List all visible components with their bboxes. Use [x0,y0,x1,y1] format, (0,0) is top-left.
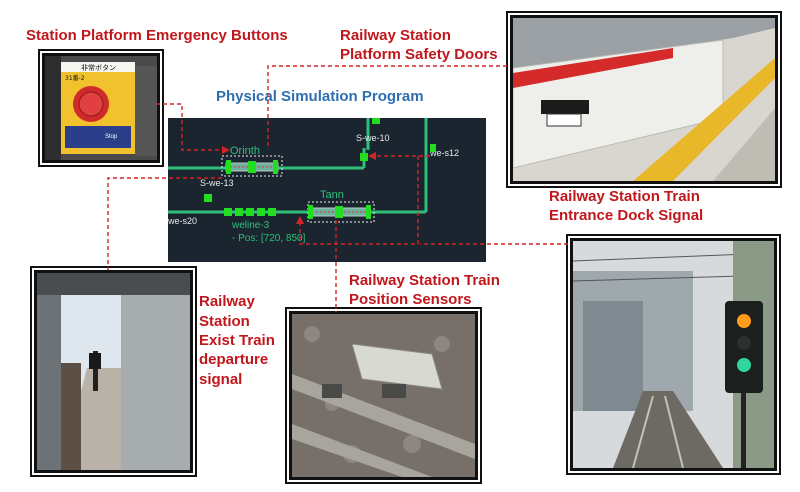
label-emergency-buttons: Station Platform Emergency Buttons [26,27,288,44]
train-label-tann: Tann [320,189,344,201]
photo-emergency-button: 非常ボタン 31番-2 Stop [42,53,160,163]
signal-block-row [224,208,276,216]
signal-top [372,118,380,124]
line-label: weline-3 [231,220,270,231]
label-entrance-signal-line1: Railway Station Train [549,188,700,205]
emergency-sign-text: 非常ボタン [81,63,116,72]
signal-label-we-s12: we-s12 [429,148,459,158]
photo-platform-safety-doors [510,15,778,184]
emergency-stop-text: Stop [105,134,118,140]
signal-s-we-10 [360,153,368,161]
simulation-track-map: Orinth Tann S-we-13 S-we-10 we-s12 we-s2… [168,118,459,244]
label-entrance-signal-line2: Entrance Dock Signal [549,207,704,224]
emergency-sign-number: 31番-2 [65,75,85,82]
photo-entrance-dock-signal [570,238,777,471]
label-position-sensors-line1: Railway Station Train [349,272,500,289]
signal-label-s-we-10: S-we-10 [356,133,390,143]
train-label-orinth: Orinth [230,145,260,157]
label-safety-doors-line1: Railway Station [340,27,451,44]
signal-label-we-s20: we-s20 [168,216,197,226]
label-position-sensors-line2: Position Sensors [349,291,472,308]
label-exit-signal-line1: Railway [199,293,255,310]
label-exit-signal-line2: Station [199,313,250,330]
label-exit-signal-line4: departure [199,351,269,368]
diagram-title: Physical Simulation Program [216,88,424,105]
photo-exit-departure-signal [34,270,193,473]
label-exit-signal-line5: signal [199,371,243,388]
label-safety-doors-line2: Platform Safety Doors [340,46,498,63]
train-tann [307,201,375,223]
simulation-panel: Orinth Tann S-we-13 S-we-10 we-s12 we-s2… [168,118,486,262]
signal-we-s12 [430,144,436,152]
photo-position-sensors [289,311,478,480]
train-orinth [221,155,283,177]
signal-label-s-we-13: S-we-13 [200,178,234,188]
position-readout: - Pos: [720, 850] [232,233,306,244]
label-exit-signal-line3: Exist Train [199,332,275,349]
signal-s-we-13 [204,194,212,202]
